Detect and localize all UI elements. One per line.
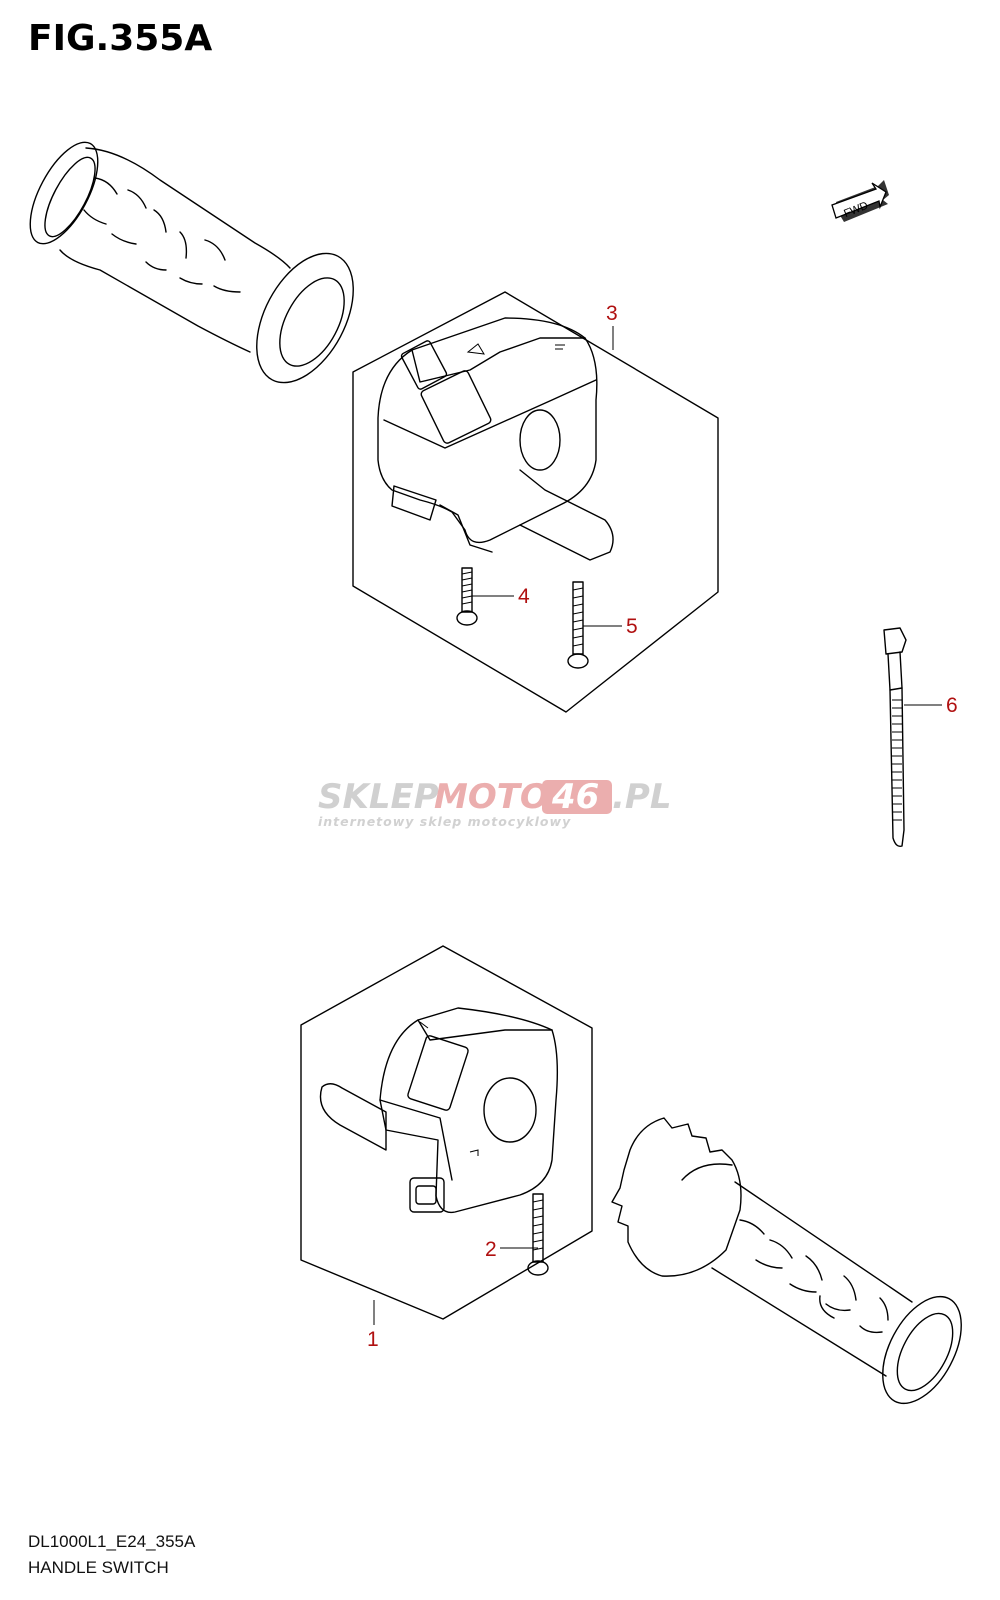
- cable-tie-6: [883, 627, 907, 848]
- assembly-3-outline: [352, 291, 719, 713]
- right-switch-housing: [319, 1007, 559, 1214]
- screw-2: [527, 1193, 549, 1276]
- callout-3: 3: [606, 302, 618, 325]
- leader-lines: [373, 326, 942, 1325]
- watermark-part2: MOTO: [434, 777, 549, 817]
- callout-5: 5: [626, 615, 638, 638]
- callout-2: 2: [485, 1238, 497, 1261]
- watermark-tagline: internetowy sklep motocyklowy: [318, 814, 571, 829]
- model-code: DL1000L1_E24_355A: [28, 1532, 196, 1551]
- watermark-part1: SKLEP: [318, 777, 439, 817]
- screw-4: [456, 567, 478, 626]
- screw-5: [567, 581, 589, 669]
- callout-1: 1: [367, 1328, 379, 1351]
- figure-name: HANDLE SWITCH: [28, 1558, 169, 1577]
- left-switch-housing: [377, 317, 614, 561]
- figure-title: FIG.355A: [28, 18, 213, 59]
- left-grip: [29, 141, 354, 384]
- watermark-part4: .PL: [612, 777, 672, 817]
- watermark-part3: 46: [551, 777, 599, 817]
- callouts: 3 4 5 6 2 1: [367, 302, 958, 1351]
- callout-6: 6: [946, 694, 958, 717]
- assembly-1-outline: [300, 945, 593, 1320]
- watermark: SKLEP MOTO 46 .PL internetowy sklep moto…: [318, 777, 672, 829]
- fwd-arrow-icon: FWD: [831, 180, 889, 222]
- callout-4: 4: [518, 585, 530, 608]
- right-grip: [611, 1117, 962, 1405]
